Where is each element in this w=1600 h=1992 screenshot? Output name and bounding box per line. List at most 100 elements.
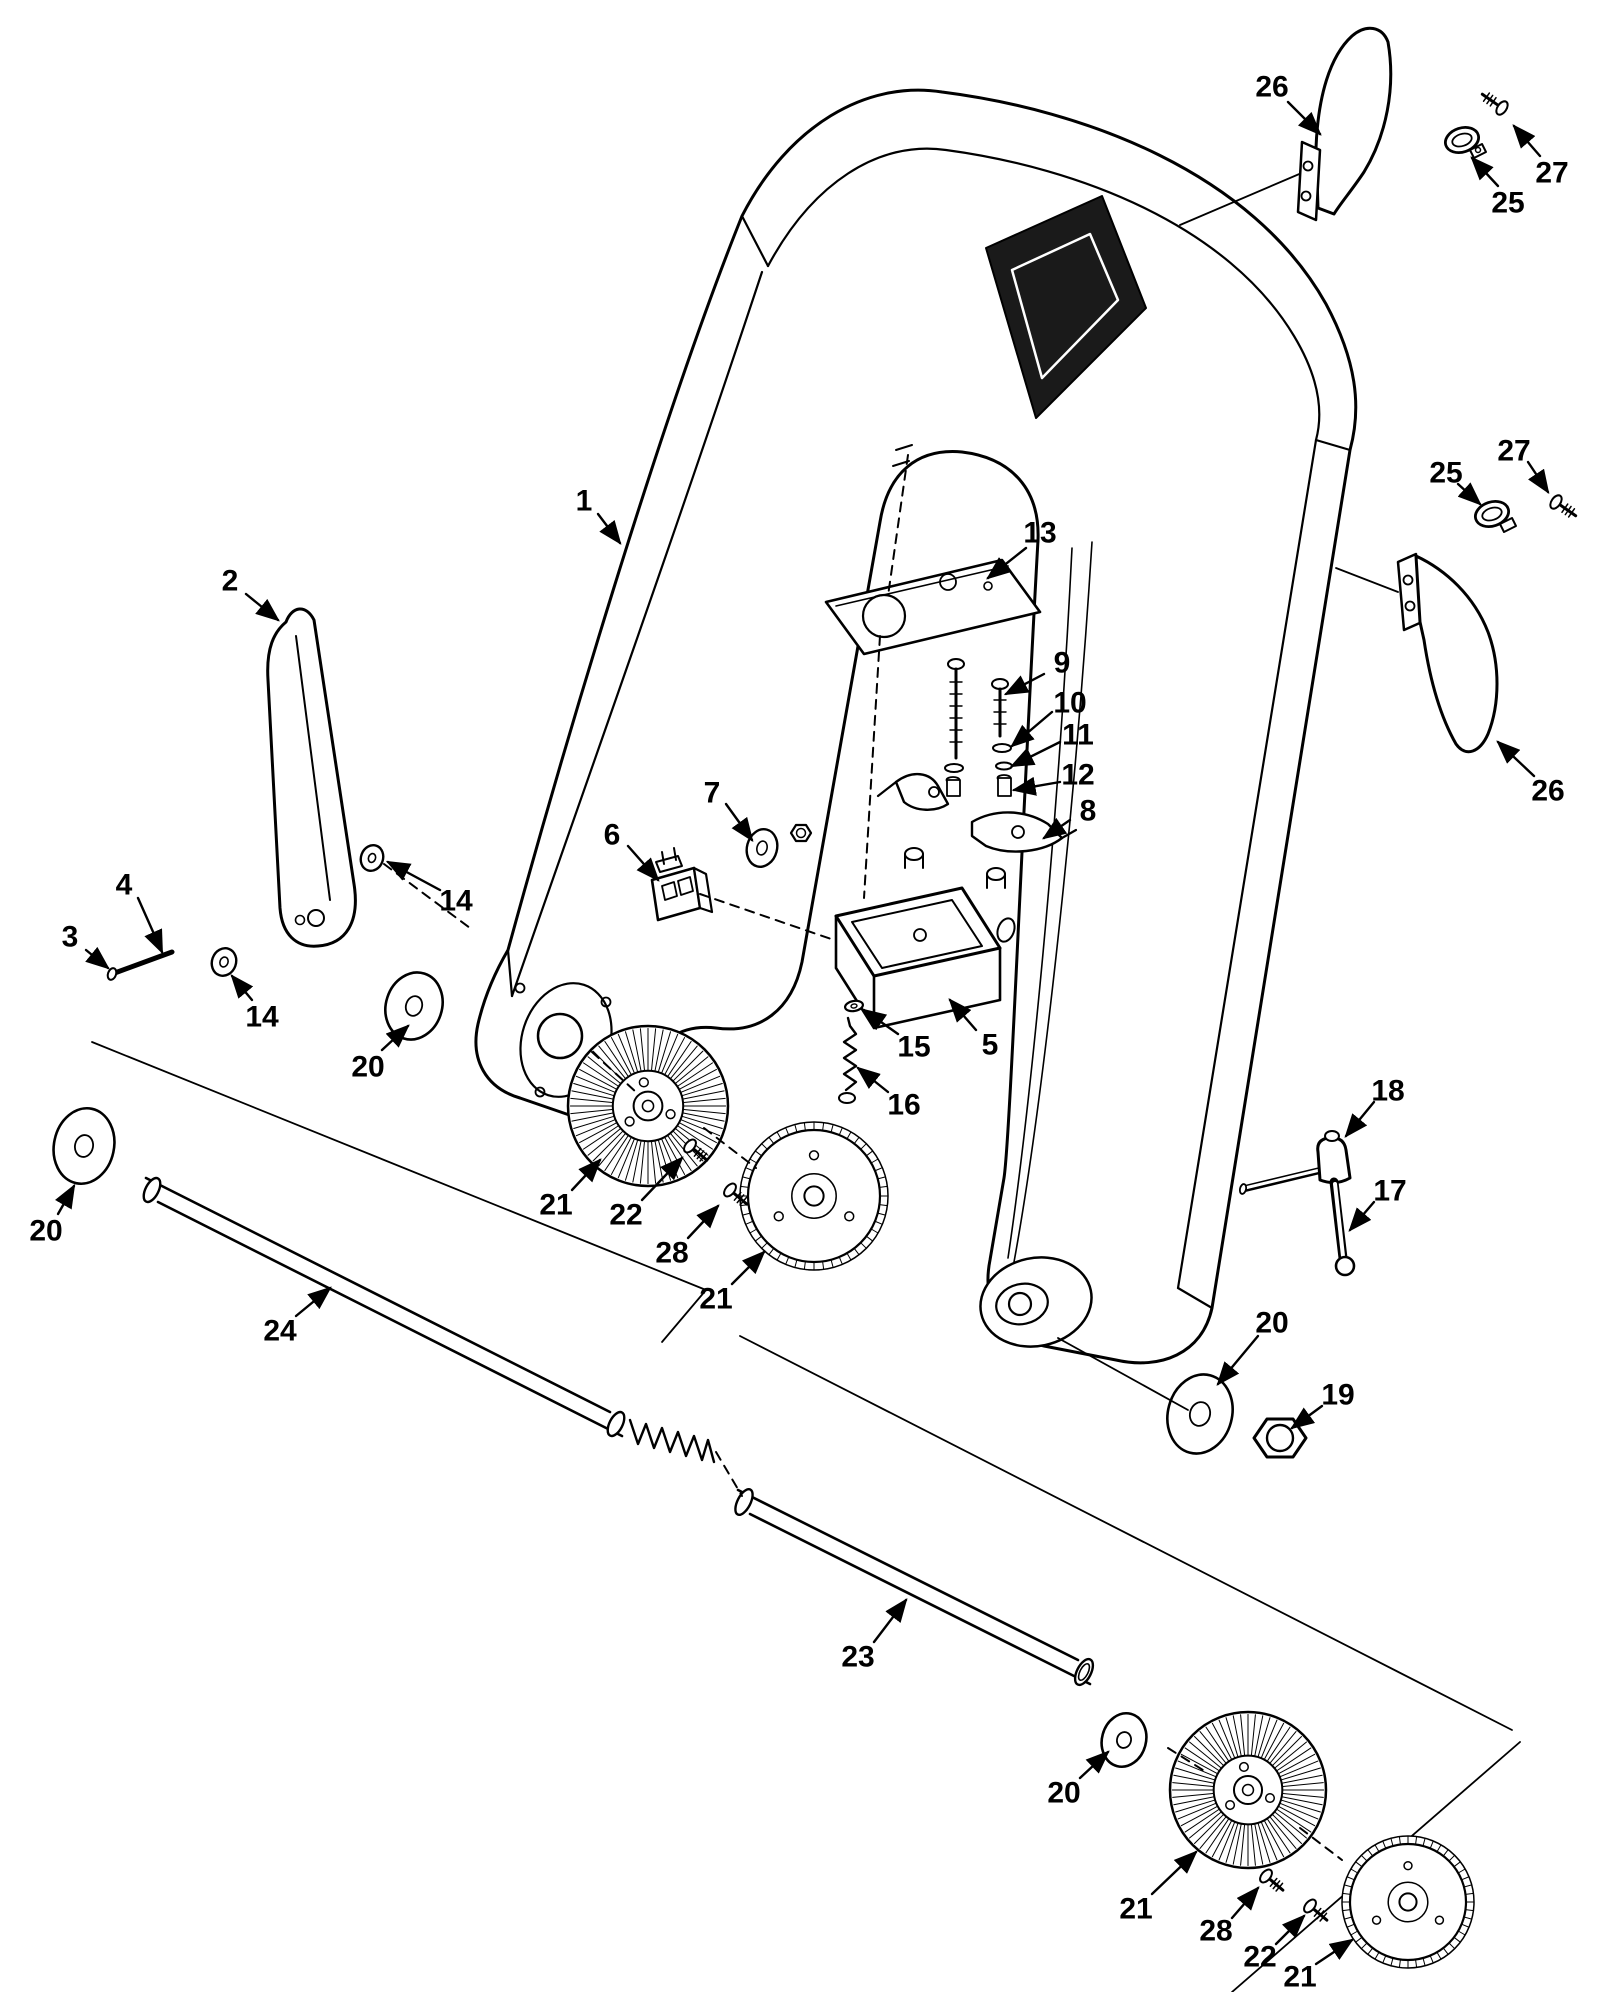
washer-20 <box>1166 1373 1234 1455</box>
clamp-tab <box>1469 143 1487 159</box>
callout-arrow <box>686 1204 720 1240</box>
switch-slot <box>677 876 694 896</box>
part-callout-23: 23 <box>841 1598 908 1674</box>
callout-arrow <box>1526 460 1550 494</box>
part-callout-20: 20 <box>1216 1307 1289 1386</box>
washer-7 <box>745 828 779 868</box>
part-number-label: 4 <box>116 869 133 902</box>
part-number-label: 14 <box>245 1001 279 1034</box>
boss-screw-hole <box>514 982 526 994</box>
frame-left-boss-hole <box>536 1012 584 1060</box>
callout-arrow <box>724 802 754 842</box>
lever-hole <box>307 909 325 927</box>
part-number-label: 10 <box>1053 687 1086 720</box>
callout-arrow <box>1150 1850 1198 1896</box>
part-callout-15: 15 <box>862 1008 931 1064</box>
flange-hole <box>1402 574 1414 586</box>
small-nut <box>789 823 813 843</box>
spacer <box>946 779 961 797</box>
callout-arrow <box>1456 482 1482 506</box>
flat-washers <box>52 971 1234 1768</box>
frame-corner-line <box>506 948 514 998</box>
part-number-label: 25 <box>1429 457 1462 490</box>
part-callout-17: 17 <box>1348 1175 1407 1232</box>
part-number-label: 16 <box>887 1089 920 1122</box>
cable-clamp <box>1444 126 1480 154</box>
dashed-line <box>1167 1747 1207 1773</box>
part-callout-25: 25 <box>1429 457 1482 506</box>
dashed-line <box>703 1127 757 1169</box>
callout-arrow <box>640 1156 684 1202</box>
drive-gear <box>1341 1835 1475 1969</box>
callout-arrow <box>856 1066 890 1094</box>
handle-ball-end <box>1334 1255 1356 1277</box>
pivot-pin <box>109 949 175 977</box>
frame-corner-line <box>740 214 770 268</box>
frame-band-edge <box>1176 438 1318 1290</box>
part-number-label: 28 <box>1199 1915 1232 1948</box>
callout-arrow <box>1314 1938 1354 1966</box>
gear-screw-28 <box>1259 1868 1285 1892</box>
handle-grip-highlight <box>1010 232 1120 380</box>
part-number-label: 11 <box>1062 719 1094 752</box>
washer-20-hole <box>1188 1401 1212 1427</box>
dashed-line <box>715 1451 743 1497</box>
washer-and-nut-7 <box>745 823 813 868</box>
part-number-label: 21 <box>1119 1893 1152 1926</box>
callout-arrow <box>385 860 442 892</box>
part-callout-16: 16 <box>856 1066 921 1122</box>
flange-hole <box>1404 600 1416 612</box>
callout-arrow <box>1078 1750 1110 1780</box>
screw-9-threads <box>949 681 963 743</box>
part-callout-14: 14 <box>230 974 279 1034</box>
handle-rod-highlight <box>1333 1182 1345 1258</box>
latch-lever-left <box>894 773 950 811</box>
callout-arrow <box>54 1183 76 1216</box>
part-callout-11: 11 <box>1009 719 1094 768</box>
washer-15 <box>843 999 865 1013</box>
bracket-leader-line <box>1335 567 1399 593</box>
tube-end-cap <box>142 1176 162 1204</box>
part-number-label: 22 <box>609 1199 642 1232</box>
frame-right-boss-ring <box>995 1282 1049 1326</box>
housing-top-rim <box>834 886 1002 978</box>
part-number-label: 3 <box>62 921 79 954</box>
part-number-label: 17 <box>1373 1175 1406 1208</box>
callout-arrow <box>294 1286 332 1318</box>
part-callout-25: 25 <box>1470 156 1525 220</box>
clamp-screw <box>1549 494 1578 518</box>
callout-arrow <box>1003 672 1046 696</box>
latch-levers <box>876 773 1078 853</box>
part-number-label: 26 <box>1255 71 1288 104</box>
part-callout-14: 14 <box>385 860 473 918</box>
dashed-line <box>1299 1827 1343 1861</box>
lever-hole <box>294 914 306 926</box>
callout-arrow <box>1496 740 1536 778</box>
bracket-flange <box>1296 140 1322 222</box>
washer-11 <box>995 761 1013 771</box>
housing-side-boss <box>996 917 1016 943</box>
part-number-label: 26 <box>1531 775 1564 808</box>
tube-edge <box>144 1176 612 1414</box>
gear-screw-28 <box>723 1182 749 1206</box>
tube-edge <box>156 1200 624 1438</box>
part-callout-7: 7 <box>704 777 754 842</box>
part-number-label: 27 <box>1535 157 1568 190</box>
part-number-label: 5 <box>982 1029 999 1062</box>
part-number-label: 18 <box>1371 1075 1404 1108</box>
frame-left-contour <box>510 270 764 998</box>
washer-14-hole <box>219 956 229 968</box>
lever-part <box>266 607 357 948</box>
frame-corner-line <box>1176 1286 1214 1310</box>
part-number-label: 8 <box>1080 795 1097 828</box>
mount-bracket <box>1414 554 1499 754</box>
tube-end-cap <box>734 1487 754 1517</box>
dashed-line <box>699 893 835 941</box>
housing-partition <box>851 921 883 969</box>
callout-arrow <box>230 974 254 1002</box>
part-number-label: 20 <box>29 1215 62 1248</box>
part-number-label: 20 <box>351 1051 384 1084</box>
part-callout-28: 28 <box>1199 1886 1260 1948</box>
part-callout-13: 13 <box>986 517 1057 580</box>
part-number-label: 24 <box>263 1315 297 1348</box>
